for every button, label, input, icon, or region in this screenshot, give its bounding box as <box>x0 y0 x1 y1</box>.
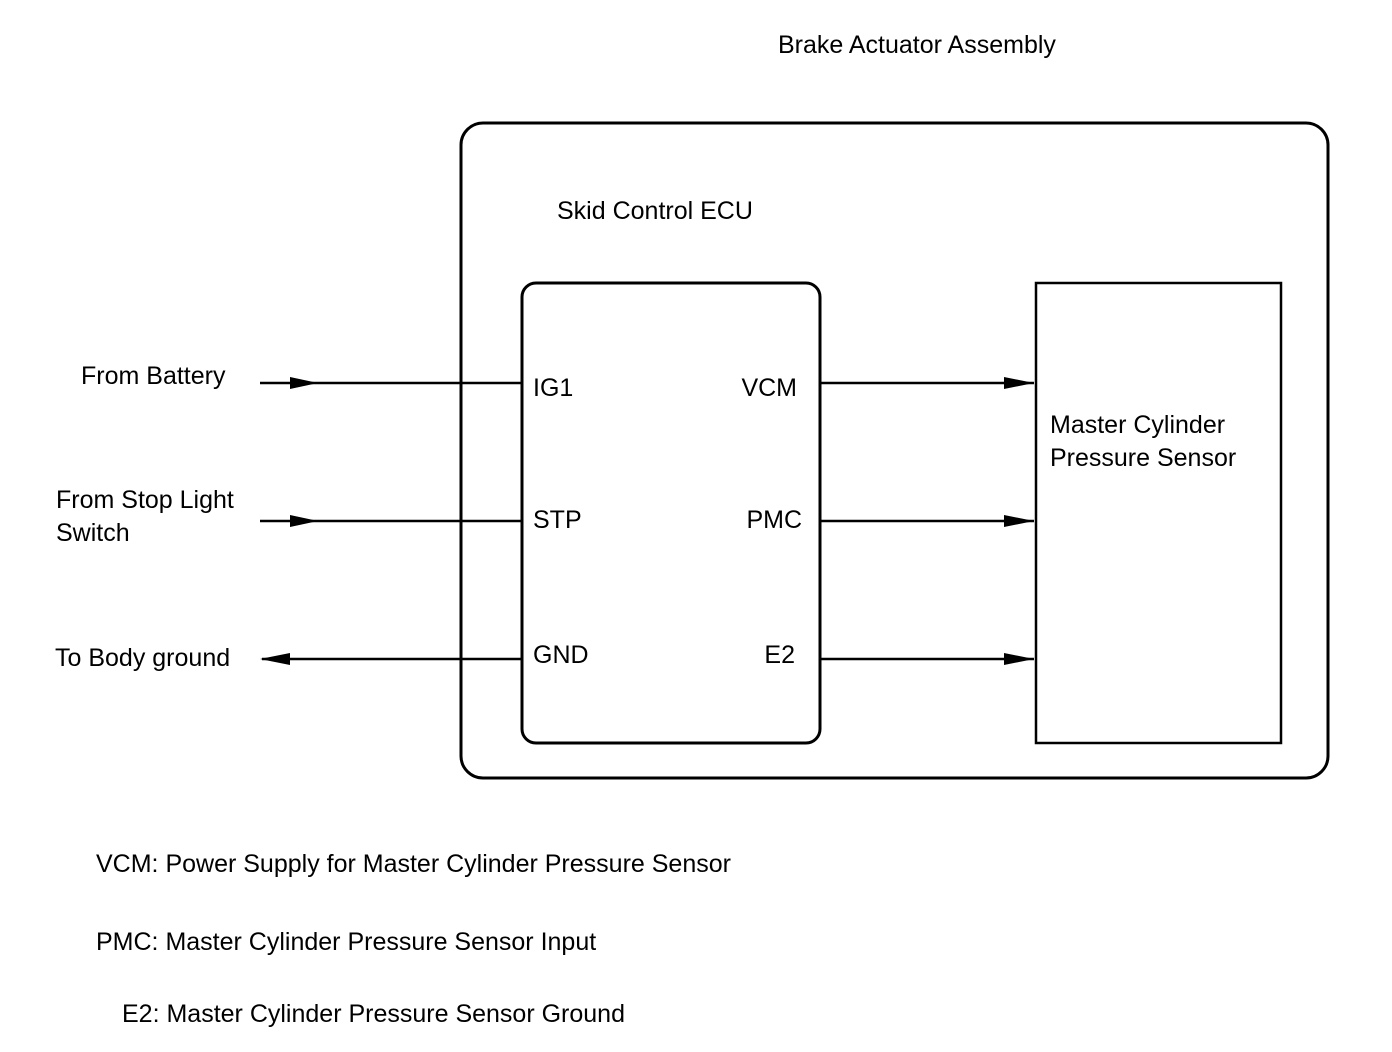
vcm-arrow-icon <box>1004 377 1034 389</box>
brake-actuator-assembly-box <box>459 121 1330 780</box>
from-battery-label: From Battery <box>81 362 226 390</box>
skid-control-ecu-box <box>520 281 822 745</box>
e2-arrow-icon <box>1004 653 1034 665</box>
stop-light-arrow-icon <box>290 515 318 527</box>
to-body-ground-label: To Body ground <box>55 644 230 672</box>
legend-vcm: VCM: Power Supply for Master Cylinder Pr… <box>96 850 731 878</box>
pin-vcm: VCM <box>741 374 797 402</box>
from-stop-light-label-line2: Switch <box>56 519 130 547</box>
pin-e2: E2 <box>764 641 795 669</box>
legend-e2: E2: Master Cylinder Pressure Sensor Grou… <box>122 1000 625 1028</box>
from-stop-light-label-line1: From Stop Light <box>56 486 234 514</box>
pin-pmc: PMC <box>746 506 802 534</box>
assembly-title: Brake Actuator Assembly <box>778 31 1056 59</box>
ecu-title: Skid Control ECU <box>557 197 753 225</box>
ground-arrow-icon <box>260 653 290 665</box>
legend-pmc: PMC: Master Cylinder Pressure Sensor Inp… <box>96 928 596 956</box>
master-cylinder-pressure-sensor-box <box>1034 281 1283 745</box>
pin-stp: STP <box>533 506 582 534</box>
sensor-title-line2: Pressure Sensor <box>1050 444 1236 472</box>
battery-arrow-icon <box>290 377 318 389</box>
sensor-title-line1: Master Cylinder <box>1050 411 1225 439</box>
pin-gnd: GND <box>533 641 589 669</box>
pin-ig1: IG1 <box>533 374 573 402</box>
pmc-arrow-icon <box>1004 515 1034 527</box>
